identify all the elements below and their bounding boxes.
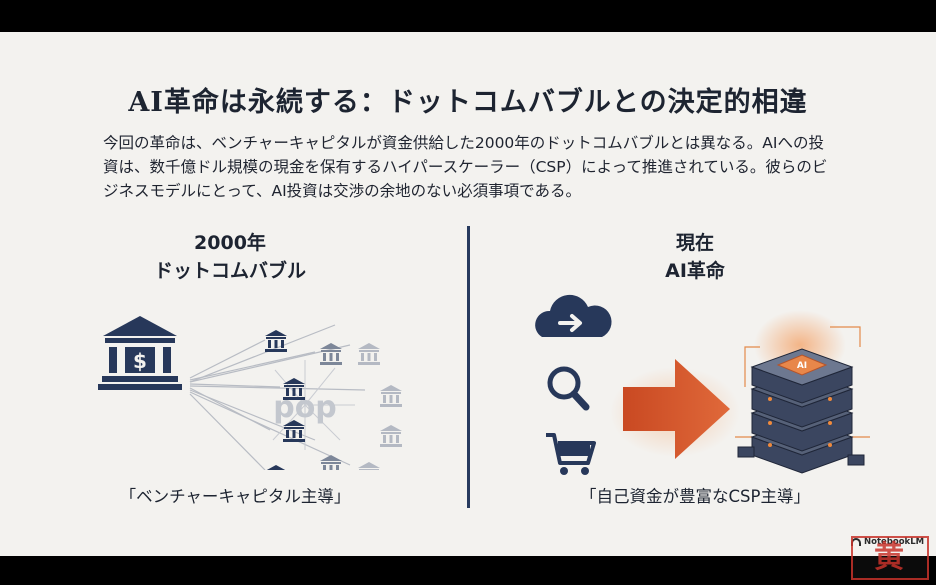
column-divider bbox=[467, 226, 470, 508]
right-heading: 現在 AI革命 bbox=[610, 229, 780, 285]
svg-text:$: $ bbox=[133, 349, 147, 373]
startup-banks bbox=[265, 330, 305, 470]
funding-arrows bbox=[189, 324, 366, 470]
server-stack-icon: AI bbox=[735, 310, 870, 474]
left-heading-label: ドットコムバブル bbox=[153, 260, 306, 282]
left-heading-year: 2000年 bbox=[194, 232, 266, 254]
right-heading-label: AI革命 bbox=[665, 260, 725, 282]
bank-icon bbox=[358, 343, 380, 365]
search-icon bbox=[547, 366, 590, 411]
faded-banks bbox=[358, 343, 402, 470]
slide: AI革命は永続する：ドットコムバブルとの決定的相違 今回の革命は、ベンチャーキャ… bbox=[0, 32, 936, 556]
bank-icon bbox=[380, 385, 402, 407]
bank-icon bbox=[320, 455, 342, 470]
pop-text: pop bbox=[273, 390, 337, 425]
right-caption: 「自己資金が豊富なCSP主導」 bbox=[580, 487, 810, 506]
ai-illustration: AI bbox=[535, 294, 870, 475]
shopping-cart-icon bbox=[546, 433, 596, 475]
bank-icon: $ bbox=[98, 316, 182, 390]
dotcom-illustration: pop $ bbox=[98, 316, 402, 470]
seal-stamp: 黄 bbox=[851, 536, 929, 580]
left-heading: 2000年 ドットコムバブル bbox=[130, 229, 330, 285]
cloud-upload-icon bbox=[535, 294, 612, 337]
notebooklm-brand: NotebookLM bbox=[864, 537, 925, 547]
bank-icon bbox=[265, 465, 287, 470]
bank-icon bbox=[380, 425, 402, 447]
ai-chip-label: AI bbox=[797, 361, 807, 371]
bank-icon bbox=[358, 462, 380, 470]
bank-icon bbox=[320, 343, 342, 365]
slide-body-text: 今回の革命は、ベンチャーキャピタルが資金供給した2000年のドットコムバブルとは… bbox=[103, 134, 828, 200]
slide-title: AI革命は永続する：ドットコムバブルとの決定的相違 bbox=[128, 87, 808, 118]
right-heading-now: 現在 bbox=[675, 232, 714, 254]
arrow-right-icon bbox=[610, 359, 740, 459]
left-caption: 「ベンチャーキャピタル主導」 bbox=[119, 487, 351, 506]
